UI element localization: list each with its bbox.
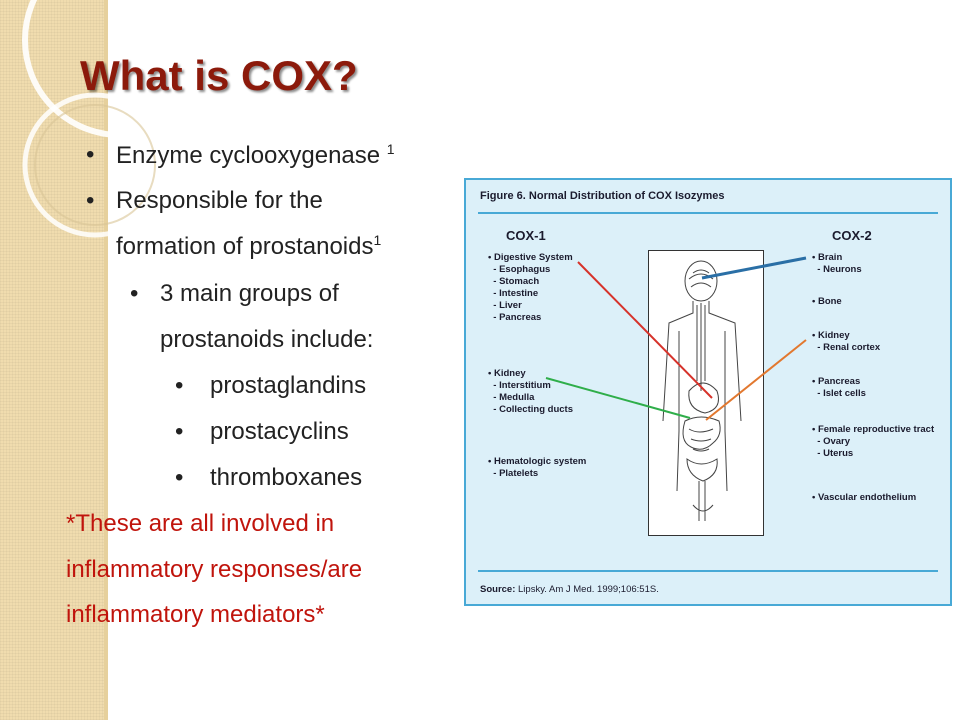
figure-rule-bottom	[478, 570, 938, 572]
leader-digestive	[577, 261, 713, 399]
cox2-heading: COX-2	[832, 228, 872, 243]
leader-kidney-cox1	[545, 377, 691, 419]
leader-brain	[701, 256, 807, 280]
cox2-kidney-group: • Kidney - Renal cortex	[812, 330, 881, 353]
cox1-hematologic-group: • Hematologic system - Platelets	[488, 456, 587, 479]
cox1-digestive-group: • Digestive System - Esophagus - Stomach…	[488, 252, 573, 323]
note-line-1: *These are all involved in	[66, 510, 335, 537]
decorative-circles	[22, 0, 200, 238]
bullet-dot: •	[175, 418, 184, 445]
cox2-brain-group: • Brain - Neurons	[812, 252, 862, 275]
bullet-dot: •	[86, 187, 95, 214]
group-prostacyclins: prostacyclins	[210, 418, 349, 445]
bullet-dot: •	[130, 280, 139, 307]
figure-rule-top	[478, 212, 938, 214]
cox2-vascular-group: • Vascular endothelium	[812, 492, 917, 503]
side-band-edge	[104, 0, 108, 720]
group-thromboxanes: thromboxanes	[210, 464, 363, 491]
human-body-icon	[662, 260, 742, 521]
note-line-3: inflammatory mediators*	[66, 601, 325, 628]
cox2-female-repro-group: • Female reproductive tract - Ovary - Ut…	[812, 424, 935, 459]
cox1-heading: COX-1	[506, 228, 546, 243]
bullet-dot: •	[175, 372, 184, 399]
cox2-bone-group: • Bone	[812, 296, 842, 307]
group-prostaglandins: prostaglandins	[210, 372, 367, 399]
sub-bullet-groups-cont: prostanoids include:	[160, 326, 374, 353]
bullet-enzyme: Enzyme cyclooxygenase 1	[116, 141, 395, 169]
leader-lines	[545, 256, 807, 421]
figure-title: Figure 6. Normal Distribution of COX Iso…	[480, 190, 725, 202]
note-line-2: inflammatory responses/are	[66, 556, 363, 583]
cox2-pancreas-group: • Pancreas - Islet cells	[812, 376, 866, 399]
leader-kidney-cox2	[705, 339, 807, 421]
cox1-kidney-group: • Kidney - Interstitium - Medulla - Coll…	[488, 368, 573, 415]
figure-source: Source: Lipsky. Am J Med. 1999;106:51S.	[480, 584, 659, 595]
bullet-responsible-cont: formation of prostanoids1	[116, 232, 382, 260]
cox-distribution-figure: Figure 6. Normal Distribution of COX Iso…	[464, 178, 952, 606]
bullet-responsible: Responsible for the	[116, 187, 323, 214]
sub-bullet-groups: 3 main groups of	[160, 280, 339, 307]
decorative-side-band	[0, 0, 104, 720]
slide-title: What is COX?	[80, 52, 358, 99]
bullet-dot: •	[86, 141, 95, 168]
bullet-dot: •	[175, 464, 184, 491]
